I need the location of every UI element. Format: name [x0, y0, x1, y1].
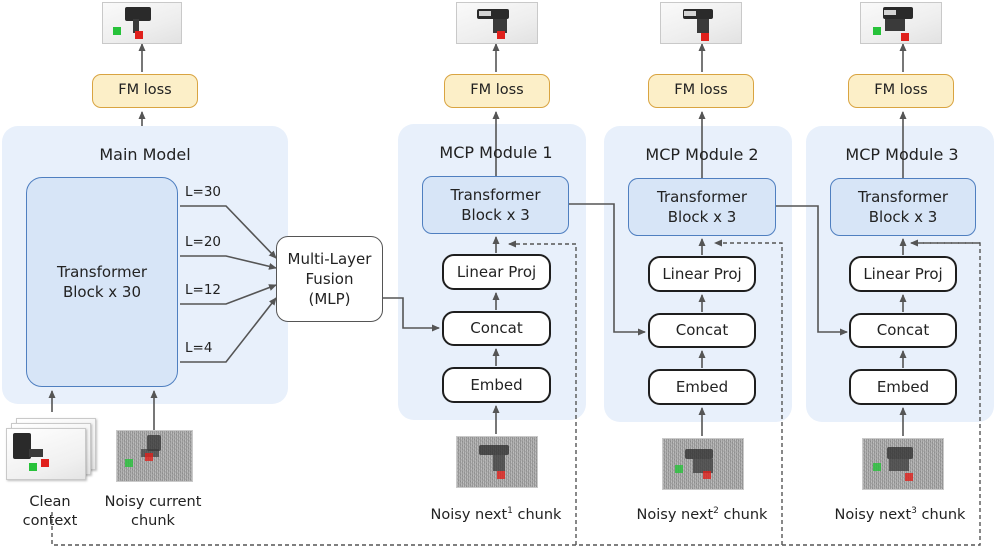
module-2-embed: Embed — [648, 369, 756, 405]
clean-caption-line1: Clean — [29, 494, 71, 510]
arrow-l12 — [180, 284, 277, 305]
main-transformer-line2: Block x 30 — [62, 283, 142, 301]
noisy-next-1-suffix: chunk — [512, 507, 562, 523]
fusion-line1: Multi-Layer — [287, 249, 372, 268]
module-3-concat: Concat — [849, 313, 957, 348]
module-2-concat: Concat — [648, 313, 756, 348]
module-3-embed: Embed — [849, 369, 957, 405]
noisy-next-1-frame — [456, 436, 538, 488]
noisy-next-1-caption: Noisy next1 chunk — [424, 506, 568, 525]
arrow-module1-to-concat-2 — [569, 203, 646, 336]
dashed-context-bus — [51, 242, 981, 546]
layer-label-l12: L=12 — [185, 282, 222, 298]
module-1-linear-proj: Linear Proj — [442, 254, 551, 290]
target-frame-main — [102, 2, 182, 44]
fusion-line2: Fusion — [305, 269, 354, 288]
noisy-next-1-text: Noisy next — [430, 507, 508, 523]
module-3-transformer-block: Transformer Block x 3 — [830, 178, 976, 236]
fm-loss-module-3: FM loss — [848, 74, 954, 108]
noisy-caption-line2: chunk — [131, 512, 175, 529]
noisy-caption-line1: Noisy current — [104, 494, 202, 510]
noisy-next-1-index: 1 — [507, 506, 513, 517]
module-1-concat: Concat — [442, 311, 551, 346]
noisy-next-2-suffix: chunk — [718, 507, 768, 523]
target-frame-module-3 — [860, 2, 942, 44]
module-3-transformer-line1: Transformer — [857, 187, 948, 206]
module-2-transformer-line2: Block x 3 — [667, 208, 737, 226]
arrow-l20 — [180, 255, 277, 270]
fusion-line3: (MLP) — [308, 290, 351, 309]
layer-label-l4: L=4 — [185, 340, 213, 356]
noisy-current-chunk-frame — [116, 430, 193, 482]
main-transformer-line1: Transformer — [56, 262, 147, 281]
noisy-next-3-suffix: chunk — [916, 507, 966, 523]
mcp-module-1-title: MCP Module 1 — [439, 143, 553, 162]
layer-label-l30: L=30 — [185, 184, 222, 200]
noisy-next-2-caption: Noisy next2 chunk — [630, 506, 774, 525]
noisy-next-2-index: 2 — [713, 506, 719, 517]
target-frame-module-1 — [456, 2, 538, 44]
arrow-l4 — [180, 297, 277, 363]
noisy-current-caption: Noisy current chunk — [94, 493, 212, 531]
module-2-linear-proj: Linear Proj — [648, 256, 756, 292]
fm-loss-main: FM loss — [92, 74, 198, 108]
fm-loss-module-1: FM loss — [444, 74, 550, 108]
module-1-transformer-block: Transformer Block x 3 — [422, 176, 569, 234]
module-2-transformer-block: Transformer Block x 3 — [628, 178, 776, 236]
module-1-transformer-line2: Block x 3 — [461, 206, 530, 224]
mcp-module-3-title: MCP Module 3 — [845, 145, 959, 164]
arrow-module2-to-concat-3 — [776, 205, 848, 336]
noisy-next-3-caption: Noisy next3 chunk — [828, 506, 972, 525]
clean-context-frame-front — [6, 428, 86, 480]
main-transformer-block: Transformer Block x 30 — [26, 177, 178, 387]
module-1-embed: Embed — [442, 367, 551, 403]
module-1-transformer-line1: Transformer — [450, 185, 541, 204]
noisy-next-3-text: Noisy next — [834, 507, 912, 523]
noisy-next-3-frame — [862, 438, 944, 490]
module-3-transformer-line2: Block x 3 — [868, 208, 938, 226]
multi-layer-fusion-box: Multi-Layer Fusion (MLP) — [276, 236, 383, 322]
noisy-next-2-frame — [662, 438, 744, 490]
noisy-next-3-index: 3 — [911, 506, 917, 517]
arrow-fusion-to-concat-1 — [383, 297, 440, 332]
layer-label-l20: L=20 — [185, 234, 222, 250]
main-model-title: Main Model — [99, 145, 191, 164]
fm-loss-module-2: FM loss — [648, 74, 754, 108]
mcp-module-2-title: MCP Module 2 — [645, 145, 759, 164]
clean-context-caption: Clean context — [10, 493, 90, 531]
target-frame-module-2 — [660, 2, 742, 44]
module-3-linear-proj: Linear Proj — [849, 256, 957, 292]
arrow-l30 — [180, 205, 277, 259]
module-2-transformer-line1: Transformer — [656, 187, 747, 206]
noisy-next-2-text: Noisy next — [636, 507, 714, 523]
clean-caption-line2: context — [22, 512, 78, 529]
